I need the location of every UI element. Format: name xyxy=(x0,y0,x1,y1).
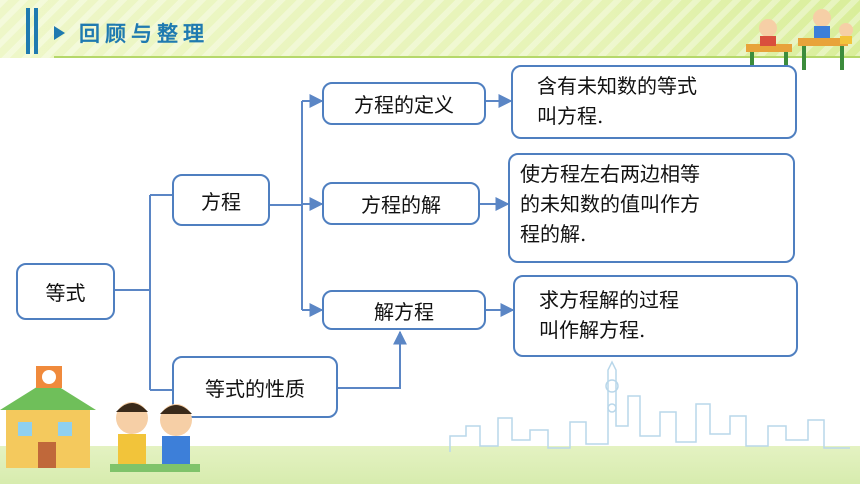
description-line: 叫作解方程. xyxy=(539,318,646,342)
node-equation-label: 等式 xyxy=(45,281,86,305)
node-solving-label: 解方程 xyxy=(374,299,434,324)
node-solution: 方程的解 xyxy=(322,182,480,225)
node-definition-label: 方程的定义 xyxy=(354,93,454,117)
header-banner xyxy=(0,0,860,58)
node-solving: 解方程 xyxy=(322,290,486,330)
description-definition: 含有未知数的等式 叫方程. xyxy=(511,65,797,139)
node-equation-properties-label: 等式的性质 xyxy=(205,376,305,401)
node-equation: 等式 xyxy=(16,263,115,320)
description-line: 求方程解的过程 xyxy=(539,288,679,312)
description-solution: 使方程左右两边相等 的未知数的值叫作方 程的解. xyxy=(508,153,795,263)
city-skyline-icon xyxy=(449,360,850,452)
description-line: 叫方程. xyxy=(537,104,604,128)
description-line: 使方程左右两边相等 xyxy=(520,162,700,186)
node-equation-properties: 等式的性质 xyxy=(172,356,338,418)
banner-bar-left xyxy=(26,8,30,54)
header-title-text: 回顾与整理 xyxy=(79,22,209,46)
node-linear-equation: 方程 xyxy=(172,174,270,226)
banner-bar-right xyxy=(34,8,38,54)
description-line: 含有未知数的等式 xyxy=(537,74,697,98)
description-line: 程的解. xyxy=(520,222,587,246)
description-solving: 求方程解的过程 叫作解方程. xyxy=(513,275,798,357)
banner-stripes xyxy=(0,0,860,58)
node-solution-label: 方程的解 xyxy=(361,193,441,217)
school-children-illustration-icon xyxy=(0,366,200,472)
description-line: 的未知数的值叫作方 xyxy=(520,192,700,216)
node-linear-equation-label: 方程 xyxy=(201,189,241,214)
header-underline xyxy=(54,56,860,58)
node-definition: 方程的定义 xyxy=(322,82,486,125)
header-title: 回顾与整理 xyxy=(54,18,209,48)
arrow-right-icon xyxy=(54,26,65,40)
arrow-properties-to-solving xyxy=(338,330,407,389)
